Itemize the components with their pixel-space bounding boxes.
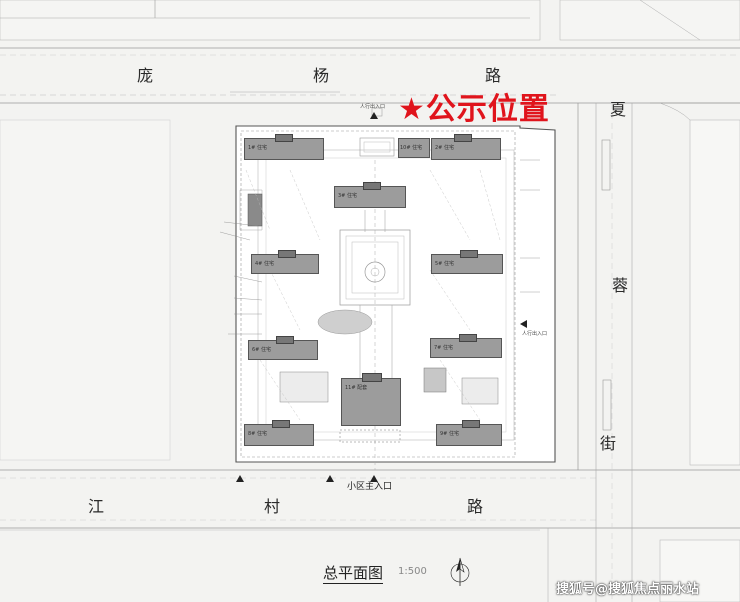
building-b11-label: 11# 配套 [345, 385, 368, 391]
plan-title-text: 总平面图 [323, 564, 384, 584]
north-road-char-1: 庞 [137, 66, 154, 85]
building-b9-label: 9# 住宅 [440, 431, 459, 437]
plan-title: 总平面图 [323, 562, 384, 584]
south-road-char-3: 路 [467, 497, 484, 516]
public-notice-text: 公示位置 [425, 92, 550, 127]
building-b4: 4# 住宅 [251, 250, 319, 274]
building-b10: 10# 住宅 [398, 138, 430, 158]
east-road-char-1: 夏 [610, 100, 627, 119]
building-b2: 2# 住宅 [431, 134, 501, 160]
building-b7-label: 7# 住宅 [434, 345, 453, 351]
main-entrance-label: 小区主入口 [347, 482, 393, 492]
star-icon: ★ [398, 92, 426, 127]
building-b1-label: 1# 住宅 [248, 145, 267, 151]
north-road-char-2: 杨 [313, 66, 330, 85]
building-b9: 9# 住宅 [436, 420, 502, 446]
building-b8: 8# 住宅 [244, 420, 314, 446]
building-b10-label: 10# 住宅 [400, 145, 423, 151]
east-road-char-3: 街 [600, 434, 617, 453]
plan-scale: 1:500 [398, 566, 427, 577]
building-b6-label: 6# 住宅 [252, 347, 271, 353]
watermark: 搜狐号@搜狐焦点丽水站 [556, 582, 700, 597]
building-b2-label: 2# 住宅 [435, 145, 454, 151]
south-road-char-2: 村 [264, 497, 281, 516]
building-b6: 6# 住宅 [248, 336, 318, 360]
building-b8-label: 8# 住宅 [248, 431, 267, 437]
north-road-char-3: 路 [485, 66, 502, 85]
building-b3: 3# 住宅 [334, 182, 406, 208]
building-b5: 5# 住宅 [431, 250, 503, 274]
building-b3-label: 3# 住宅 [338, 193, 357, 199]
east-road-char-2: 蓉 [612, 276, 629, 295]
building-b5-label: 5# 住宅 [435, 261, 454, 267]
building-b1: 1# 住宅 [244, 134, 324, 160]
south-road-char-1: 江 [88, 497, 105, 516]
building-b4-label: 4# 住宅 [255, 261, 274, 267]
building-b7: 7# 住宅 [430, 334, 502, 358]
north-gate-label: 人行出入口 [360, 104, 386, 110]
public-notice-location: ★公示位置 [398, 84, 550, 128]
building-b11: 11# 配套 [341, 373, 401, 426]
east-gate-label: 人行出入口 [522, 331, 548, 337]
